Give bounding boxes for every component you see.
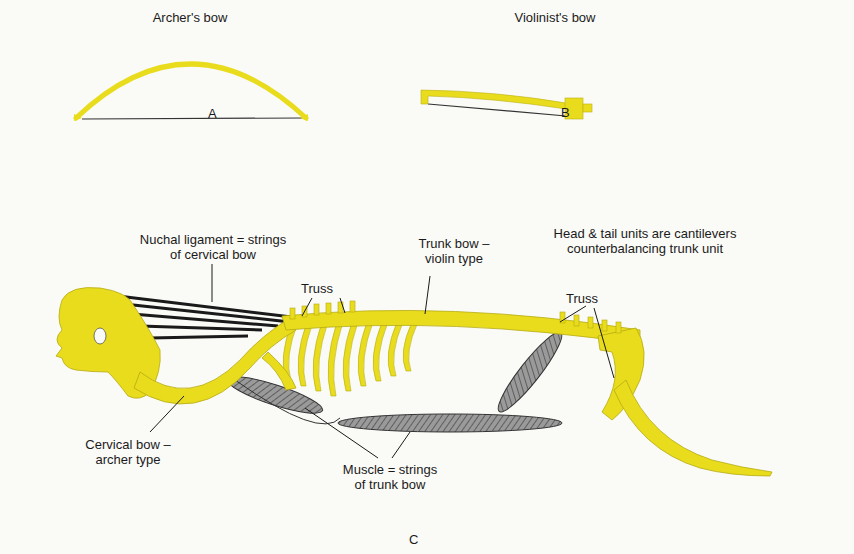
callout-label: Muscle = strings of trunk bow [336, 462, 444, 492]
rib [403, 322, 418, 371]
callout-label: Truss [566, 291, 598, 306]
truss-spine [588, 317, 593, 328]
figure-letter: C [409, 532, 418, 547]
leader-lines [150, 264, 614, 458]
truss-spine [326, 303, 331, 314]
truss-spine [616, 322, 621, 333]
rib [373, 322, 388, 381]
eye [94, 328, 106, 344]
callout-label: Nuchal ligament = strings of cervical bo… [136, 232, 290, 262]
violinists-bow [421, 90, 592, 119]
ribs [283, 322, 418, 396]
rib [358, 322, 373, 386]
archers-bow [74, 64, 308, 121]
rib [328, 322, 343, 396]
truss-spine [290, 308, 295, 319]
rib [388, 322, 403, 376]
figure-title: Archer's bow [140, 10, 240, 25]
rib [298, 322, 313, 386]
rib [343, 322, 358, 391]
callout-label: Trunk bow – violin type [404, 236, 504, 266]
rib [313, 322, 328, 391]
truss-spine [314, 304, 319, 315]
callout-label: Cervical bow – archer type [76, 437, 180, 467]
skeleton [56, 288, 772, 477]
figure-title: Violinist's bow [490, 10, 620, 25]
figure-letter: A [208, 106, 217, 121]
truss-spine [574, 315, 579, 326]
truss-spine [350, 301, 355, 312]
truss-spine [602, 320, 607, 331]
figure-letter: B [561, 105, 570, 120]
note-label: Head & tail units are cantilevers counte… [514, 226, 776, 256]
callout-label: Truss [301, 281, 333, 296]
